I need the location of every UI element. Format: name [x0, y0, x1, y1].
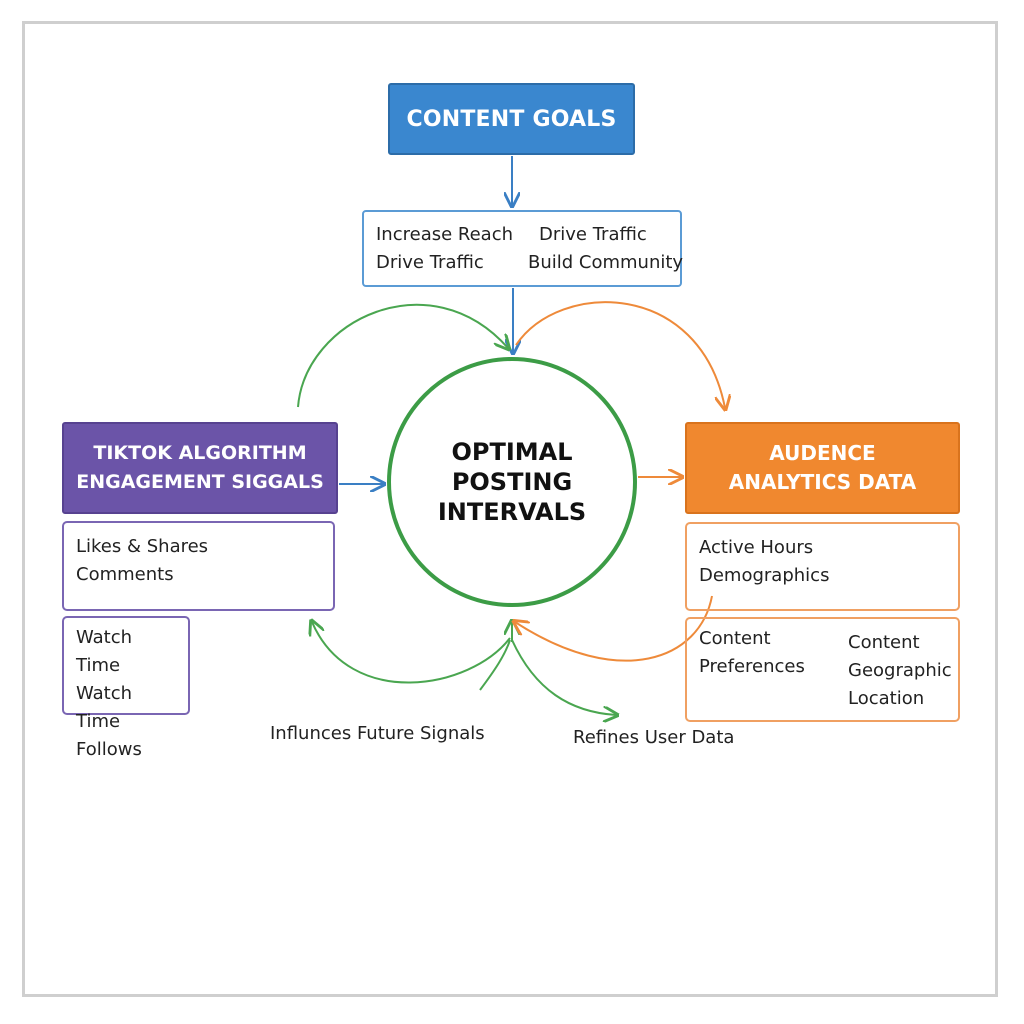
- goal-item-increase-reach: Increase Reach: [376, 224, 514, 245]
- goal-item-drive-traffic-2: Drive Traffic: [376, 252, 484, 273]
- list-item: Watch Time: [76, 683, 133, 732]
- goal-item-drive-traffic-1: Drive Traffic: [539, 224, 647, 245]
- audience-data-list-1: Active Hours Demographics: [685, 522, 960, 611]
- list-item: Comments: [76, 564, 174, 585]
- list-item: Geographic: [848, 660, 952, 681]
- list-item: Content: [699, 628, 771, 649]
- center-line-1: OPTIMAL: [451, 438, 573, 466]
- tiktok-title-line-1: TIKTOK ALGORITHM: [93, 442, 307, 464]
- audience-title-line-1: AUDENCE: [769, 441, 876, 465]
- audience-analytics-header: AUDENCE ANALYTICS DATA: [685, 422, 960, 514]
- edge-label-influences-future-signals: Influnces Future Signals: [270, 723, 485, 744]
- list-item: Follows: [76, 739, 142, 760]
- content-goals-title: CONTENT GOALS: [406, 106, 617, 132]
- list-item: Watch Time: [76, 627, 133, 676]
- goal-item-build-community: Build Community: [528, 252, 684, 273]
- list-item: Preferences: [699, 656, 805, 677]
- audience-list2-column-2: Content Geographic Location: [848, 629, 952, 713]
- center-line-3: INTERVALS: [437, 498, 587, 526]
- list-item: Active Hours: [699, 537, 814, 558]
- tiktok-signals-list-1: Likes & Shares Comments: [62, 521, 335, 611]
- list-item: Likes & Shares: [76, 536, 209, 557]
- list-item: Content: [848, 632, 920, 653]
- tiktok-algorithm-header: TIKTOK ALGORITHM ENGAGEMENT SIGGALS: [62, 422, 338, 514]
- content-goals-header: CONTENT GOALS: [388, 83, 635, 155]
- tiktok-signals-list-2: Watch Time Watch Time Follows: [62, 616, 190, 760]
- edge-label-refines-user-data: Refines User Data: [573, 727, 735, 748]
- list-item: Location: [848, 688, 925, 709]
- audience-list2-column-1: Content Preferences: [699, 625, 805, 681]
- list-item: Demographics: [699, 565, 830, 586]
- optimal-posting-intervals-node: OPTIMAL POSTING INTERVALS: [387, 357, 637, 607]
- center-line-2: POSTING: [451, 468, 573, 496]
- audience-title-line-2: ANALYTICS DATA: [728, 470, 917, 494]
- tiktok-title-line-2: ENGAGEMENT SIGGALS: [76, 471, 324, 493]
- content-goals-detail-box: Increase Reach Drive Traffic Drive Traff…: [362, 210, 684, 287]
- audience-data-list-2: Content Preferences Content Geographic L…: [685, 617, 960, 722]
